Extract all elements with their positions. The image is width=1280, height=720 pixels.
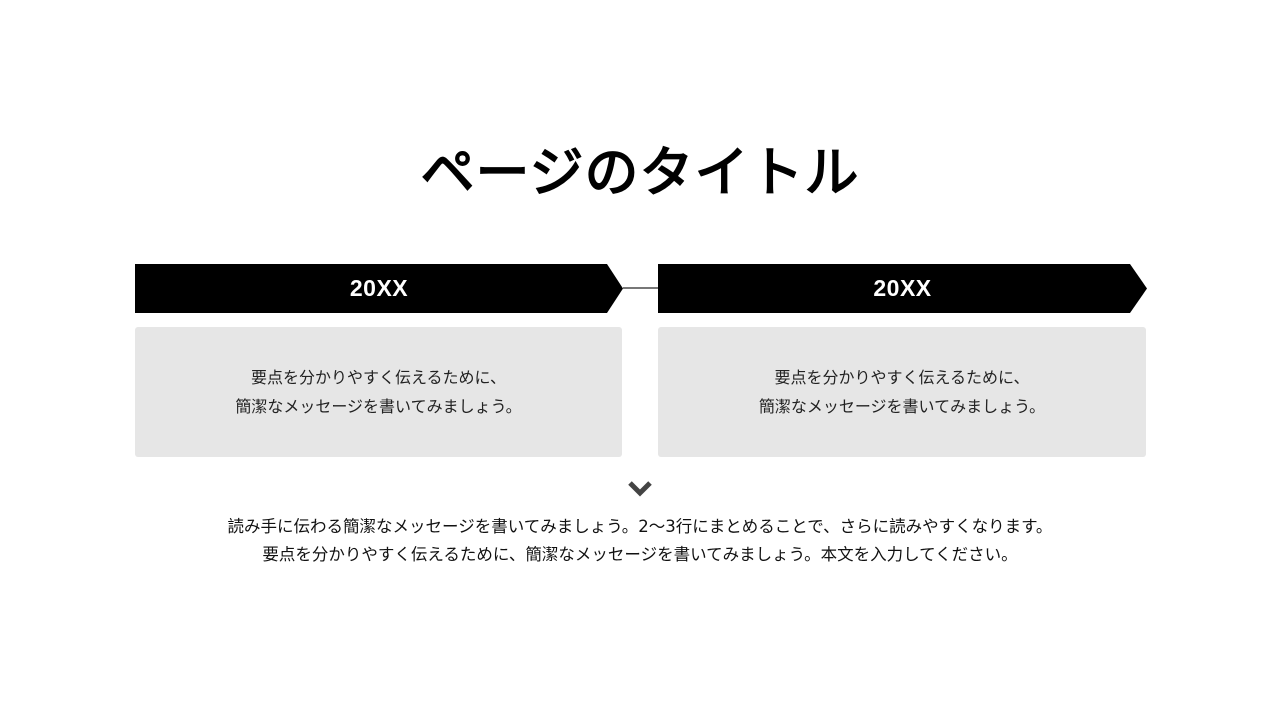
arrow-banner-shape (135, 264, 623, 313)
summary-text: 読み手に伝わる簡潔なメッセージを書いてみましょう。2～3行にまとめることで、さら… (0, 513, 1280, 569)
card-text-line: 簡潔なメッセージを書いてみましょう。 (758, 397, 1046, 416)
arrow-banner-shape (658, 264, 1147, 313)
card-text-line: 要点を分かりやすく伝えるために、 (250, 368, 507, 387)
timeline-card-1: 要点を分かりやすく伝えるために、 簡潔なメッセージを書いてみましょう。 (135, 327, 622, 457)
timeline-year-2: 20XX (873, 275, 932, 301)
card-text-line: 要点を分かりやすく伝えるために、 (774, 368, 1030, 387)
page-title: ページのタイトル (420, 141, 860, 204)
timeline-card-2: 要点を分かりやすく伝えるために、 簡潔なメッセージを書いてみましょう。 (658, 327, 1146, 457)
card-text-line: 簡潔なメッセージを書いてみましょう。 (235, 397, 522, 416)
chevron-down-icon (627, 478, 653, 504)
timeline-banner-1: 20XX (135, 264, 623, 313)
summary-line: 要点を分かりやすく伝えるために、簡潔なメッセージを書いてみましょう。本文を入力し… (262, 545, 1018, 564)
timeline-banner-2: 20XX (658, 264, 1147, 313)
summary-line: 読み手に伝わる簡潔なメッセージを書いてみましょう。2～3行にまとめることで、さら… (227, 517, 1053, 536)
timeline-connector (623, 287, 658, 289)
timeline-year-1: 20XX (349, 275, 409, 301)
